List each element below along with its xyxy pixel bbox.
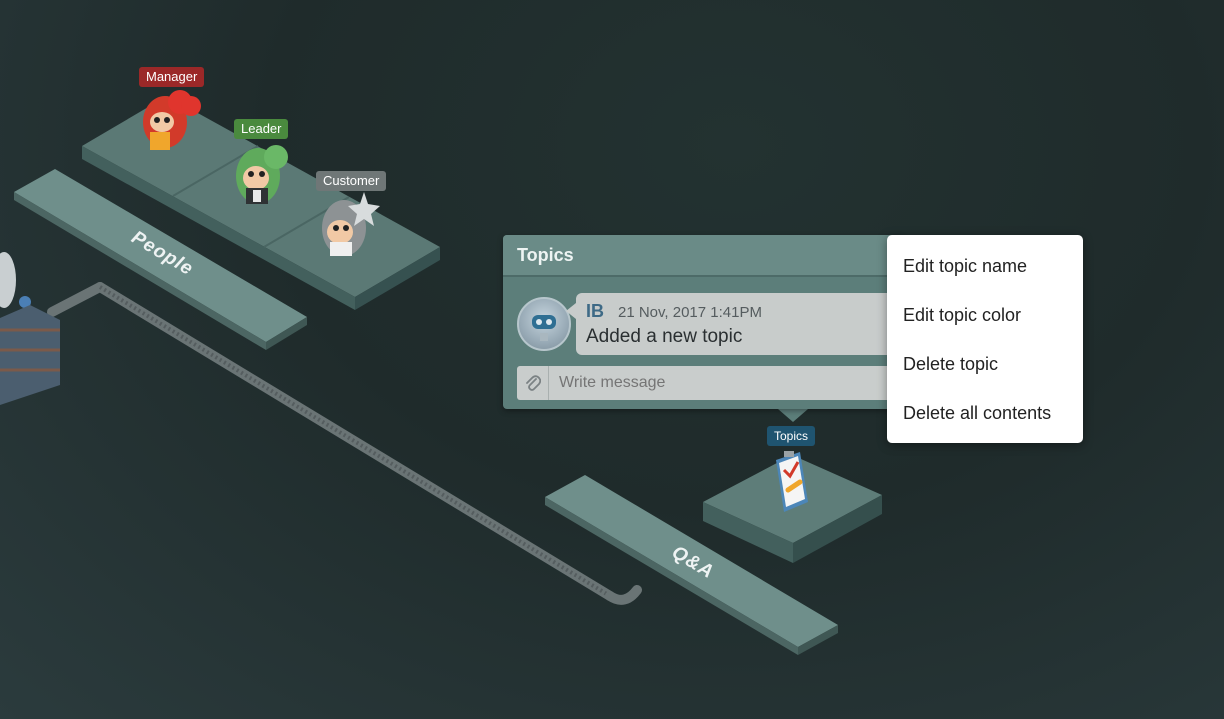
menu-edit-topic-name[interactable]: Edit topic name	[903, 256, 1028, 276]
menu-delete-all-contents[interactable]: Delete all contents	[903, 403, 1052, 423]
manager-figure[interactable]	[143, 90, 201, 150]
panel-pointer	[778, 409, 808, 422]
topics-chat-panel: Topics IB 21 Nov, 2017 1:41PM Added a ne…	[503, 235, 906, 409]
message-author[interactable]: IB	[586, 301, 604, 321]
clipboard-icon[interactable]	[776, 451, 808, 512]
pipe-connector	[47, 282, 642, 605]
leader-figure[interactable]	[236, 145, 288, 204]
menu-edit-topic-color[interactable]: Edit topic color	[903, 305, 1022, 325]
robot-face-icon	[532, 315, 556, 341]
qa-board[interactable]	[545, 475, 838, 655]
message-text: Added a new topic	[586, 326, 743, 347]
topics-badge[interactable]: Topics	[767, 426, 816, 446]
message-timestamp: 21 Nov, 2017 1:41PM	[618, 304, 762, 321]
message-input[interactable]	[559, 374, 879, 392]
customer-figure[interactable]	[322, 192, 380, 256]
message-bubble: IB 21 Nov, 2017 1:41PM Added a new topic	[566, 293, 906, 355]
panel-title: Topics	[503, 235, 903, 277]
people-board[interactable]	[14, 169, 307, 350]
message-composer	[517, 366, 903, 400]
building-fragment	[0, 252, 60, 405]
topic-context-menu: Edit topic name Edit topic color Delete …	[887, 235, 1083, 443]
paperclip-icon[interactable]	[517, 366, 549, 400]
robot-avatar[interactable]	[517, 297, 571, 351]
customer-tag: Customer	[316, 171, 387, 191]
menu-delete-topic[interactable]: Delete topic	[903, 354, 999, 374]
manager-tag: Manager	[139, 67, 205, 87]
leader-tag: Leader	[234, 119, 289, 139]
